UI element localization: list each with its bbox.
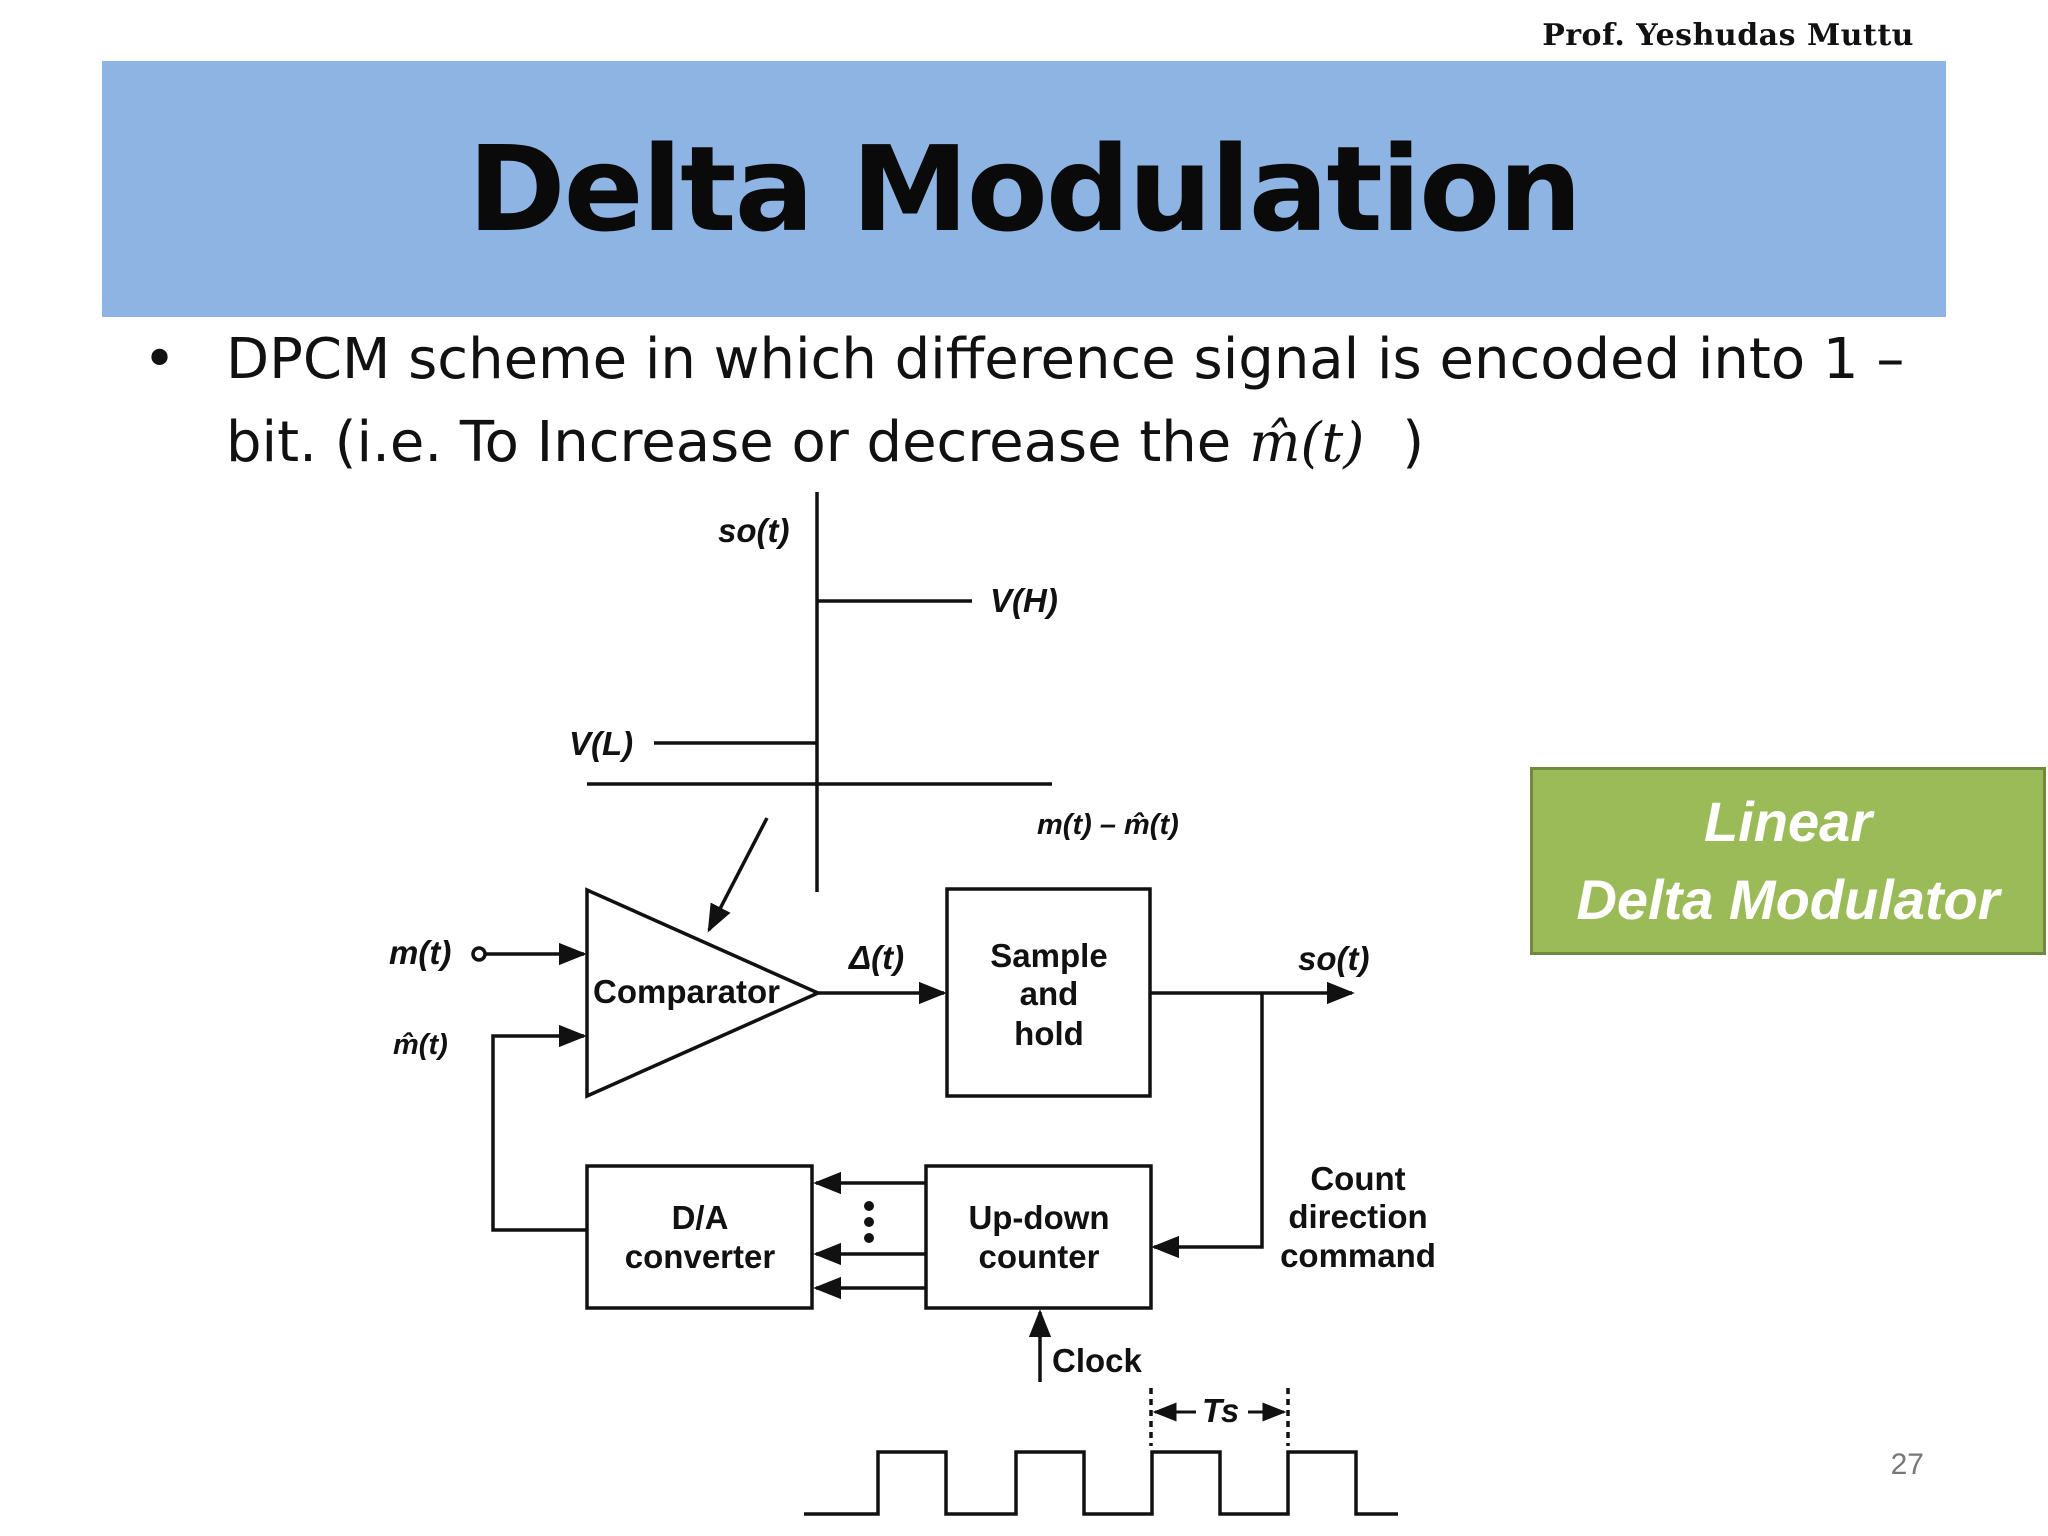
bullet-text: DPCM scheme in which difference signal i… xyxy=(226,318,1926,484)
direction-label: direction xyxy=(1288,1198,1427,1235)
characteristic-pointer-arrow xyxy=(707,817,769,933)
difference-axis-label: m(t) – m̂(t) xyxy=(1037,809,1179,841)
hold-label: hold xyxy=(1014,1015,1084,1052)
counter-label: counter xyxy=(978,1238,1099,1275)
m-hat-expression: m̂(t) xyxy=(1249,411,1365,474)
da-label: D/A xyxy=(672,1199,729,1236)
up-down-label: Up-down xyxy=(968,1199,1109,1236)
count-label: Count xyxy=(1310,1160,1405,1197)
clock-waveform xyxy=(804,1450,1398,1516)
m-hat-input-label: m̂(t) xyxy=(393,1029,448,1061)
slide-title: Delta Modulation xyxy=(467,120,1583,258)
comparator-triangle xyxy=(585,887,823,1099)
up-down-counter-block xyxy=(924,1164,1153,1310)
da-converter-block xyxy=(585,1164,814,1310)
count-direction-arrow xyxy=(1151,993,1264,1259)
author-name: Prof. Yeshudas Muttu xyxy=(1542,18,1914,53)
vh-label: V(H) xyxy=(990,582,1058,619)
callout-line-2: Delta Modulator xyxy=(1576,868,2000,931)
vl-label: V(L) xyxy=(569,725,633,762)
bus-dot-1 xyxy=(864,1201,874,1211)
callout-line-1: Linear xyxy=(1703,790,1873,853)
sample-label: Sample xyxy=(990,937,1107,974)
command-label: command xyxy=(1280,1237,1436,1274)
bullet-close-paren: ) xyxy=(1402,410,1425,475)
m-input-label: m(t) xyxy=(389,934,451,971)
clock-label: Clock xyxy=(1052,1342,1143,1379)
and-label: and xyxy=(1020,975,1079,1012)
delta-label: Δ(t) xyxy=(847,939,904,976)
ts-label: Ts xyxy=(1202,1392,1239,1429)
bullet-dot: • xyxy=(143,327,177,392)
so-axis-label: so(t) xyxy=(718,512,789,549)
converter-label: converter xyxy=(625,1238,776,1275)
comparator-label: Comparator xyxy=(593,973,780,1010)
bus-dot-2 xyxy=(864,1217,874,1227)
bus-dot-3 xyxy=(864,1233,874,1243)
title-banner: Delta Modulation xyxy=(102,61,1946,317)
linear-delta-modulator-callout: Linear Delta Modulator xyxy=(1530,767,2046,955)
m-input-terminal xyxy=(471,946,487,962)
output-label: so(t) xyxy=(1298,940,1369,977)
feedback-arrow xyxy=(491,1024,587,1232)
page-number: 27 xyxy=(1890,1448,1924,1481)
bullet-body: DPCM scheme in which difference signal i… xyxy=(226,327,1905,475)
